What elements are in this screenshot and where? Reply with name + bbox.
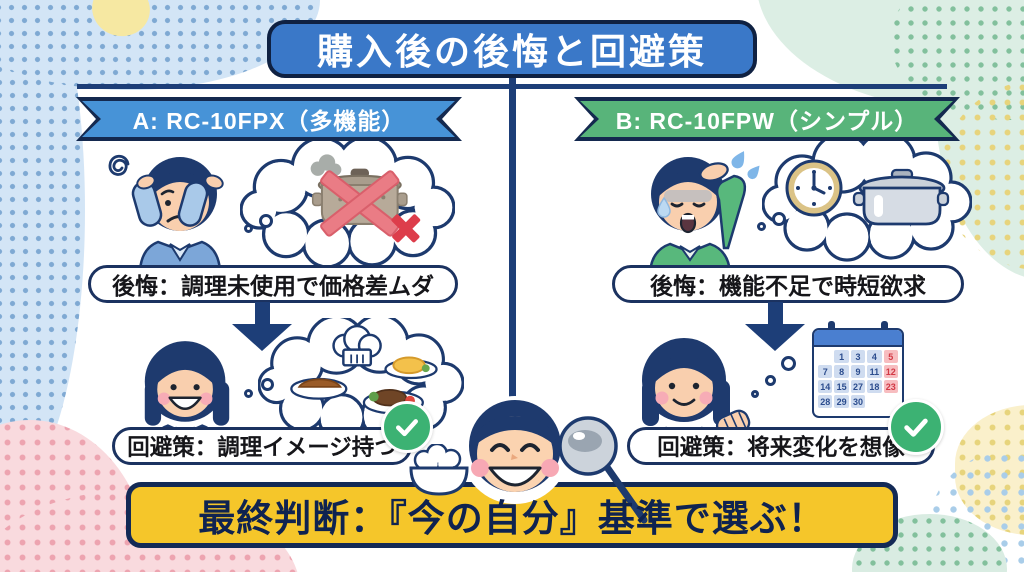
thought-dot <box>772 212 786 226</box>
calendar-day <box>867 395 881 408</box>
column-b-header-ribbon: B: RC-10FPW（シンプル） <box>574 97 960 141</box>
calendar-day: 28 <box>818 395 833 408</box>
regret-label-a: 後悔：調理未使用で価格差ムダ <box>88 265 458 303</box>
down-arrow-icon <box>232 302 292 351</box>
calendar-day: 11 <box>867 365 882 378</box>
column-b-header: B: RC-10FPW（シンプル） <box>615 108 919 134</box>
calendar-day: 9 <box>850 365 866 378</box>
calendar-day: 3 <box>850 350 866 363</box>
calendar-day: 18 <box>867 380 882 393</box>
column-a-header: A: RC-10FPX（多機能） <box>132 108 406 134</box>
big-x-icon <box>320 170 400 237</box>
column-a-header-ribbon: A: RC-10FPX（多機能） <box>76 97 462 141</box>
thought-dot <box>244 224 253 233</box>
man-sweating-holding-head <box>648 151 760 272</box>
calendar-day: 5 <box>883 350 898 363</box>
calendar-day: 15 <box>834 380 849 393</box>
pot-icon <box>852 168 950 226</box>
calendar-day: 14 <box>818 380 833 393</box>
frustration-scribble-icon <box>108 154 130 176</box>
boy-smiling <box>461 396 569 504</box>
avoidance-text-a: 回避策：調理イメージ持つ <box>127 435 397 460</box>
hamburg-dish-icon <box>362 388 424 415</box>
calendar-day: 12 <box>883 365 898 378</box>
calendar-day: 4 <box>867 350 882 363</box>
column-divider <box>509 74 516 502</box>
calendar-day: 8 <box>834 365 849 378</box>
thought-dot <box>259 214 273 228</box>
down-arrow-icon <box>745 302 805 351</box>
regret-text-a: 後悔：調理未使用で価格差ムダ <box>112 273 434 299</box>
thought-bubble-cooking-image <box>258 318 464 442</box>
regret-label-b: 後悔：機能不足で時短欲求 <box>612 265 964 303</box>
curry-dish-icon <box>290 377 348 400</box>
thought-dot <box>751 390 759 398</box>
sweat-drops-icon <box>731 151 760 179</box>
person-frustrated-holding-head <box>108 154 224 270</box>
calendar-day: 23 <box>883 380 898 393</box>
thought-dot <box>781 356 796 371</box>
avoidance-label-a: 回避策：調理イメージ持つ <box>112 427 412 465</box>
thought-dot <box>261 378 274 391</box>
ladle-icon <box>558 416 648 524</box>
checkmark-badge <box>888 399 944 455</box>
checkmark-badge <box>381 401 433 453</box>
thought-dot <box>244 389 253 398</box>
ribbon-shape-a <box>76 97 462 141</box>
thought-dot <box>757 222 766 231</box>
conclusion-text: 最終判断：『今の自分』基準で選ぶ！ <box>198 498 826 539</box>
clock-icon <box>785 159 843 217</box>
calendar-day: 29 <box>834 395 849 408</box>
page-title: 購入後の後悔と回避策 <box>316 31 707 72</box>
checkmark-icon <box>904 418 928 437</box>
crossed-pot-icon <box>311 168 421 243</box>
calendar-day: 27 <box>850 380 866 393</box>
calendar-day <box>818 350 832 363</box>
arm-on-head <box>699 162 747 250</box>
regret-text-b: 後悔：機能不足で時短欲求 <box>650 273 926 299</box>
ribbon-shape-b <box>574 97 960 141</box>
calendar-day: 30 <box>850 395 866 408</box>
calendar-day: 7 <box>818 365 833 378</box>
thought-bubble-crossed-pot <box>240 140 455 269</box>
hands-on-head <box>131 174 224 227</box>
checkmark-icon <box>396 419 418 437</box>
thought-bubble-clock-pot <box>762 136 972 262</box>
calendar-header <box>814 330 902 347</box>
thought-dot <box>765 375 776 386</box>
small-x-icon <box>391 214 421 243</box>
title-banner: 購入後の後悔と回避策 <box>267 20 757 78</box>
omelet-dish-icon <box>384 356 438 380</box>
calendar-day: 1 <box>834 350 849 363</box>
rice-bowl-icon <box>409 444 469 496</box>
face-sweat-icon <box>657 196 671 218</box>
avoidance-label-b: 回避策：将来変化を想像 <box>627 427 935 465</box>
avoidance-text-b: 回避策：将来変化を想像 <box>657 435 905 460</box>
